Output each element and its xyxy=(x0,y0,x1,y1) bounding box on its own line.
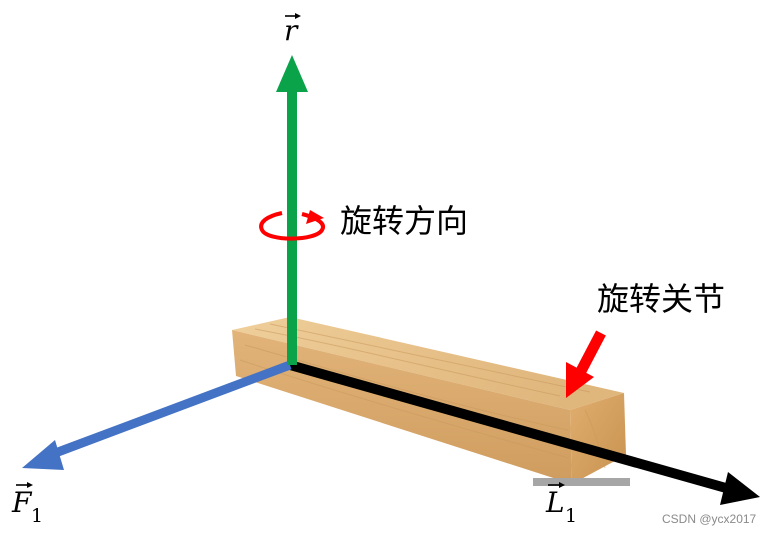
l1-arrow xyxy=(288,360,760,505)
wooden-block-end-face xyxy=(570,393,626,484)
l1-vector-arrow-accent-head xyxy=(559,482,565,488)
f1-vector-subscript: 1 xyxy=(31,505,43,527)
f1-vector-symbol: F xyxy=(11,486,33,519)
r-vector-label: r xyxy=(284,13,301,47)
shadow-bar xyxy=(533,478,630,486)
wooden-block-top-face xyxy=(232,317,624,410)
rotation-direction-label: 旋转方向 xyxy=(340,202,468,240)
r-vector-symbol: r xyxy=(284,14,299,47)
l1-vector-label: L 1 xyxy=(545,482,577,527)
watermark: CSDN @ycx2017 xyxy=(662,512,757,526)
f1-arrow xyxy=(22,360,292,470)
l1-vector-symbol: L xyxy=(545,486,565,519)
f1-vector-label: F 1 xyxy=(11,482,43,527)
l1-vector-subscript: 1 xyxy=(565,505,577,527)
f1-vector-arrow-accent-head xyxy=(27,482,33,488)
circular-rotation-icon xyxy=(259,210,325,241)
red-pointer-arrow xyxy=(566,330,606,398)
r-arrow xyxy=(276,55,308,365)
r-vector-arrow-accent-head xyxy=(295,13,301,19)
rotation-joint-label: 旋转关节 xyxy=(597,280,725,318)
